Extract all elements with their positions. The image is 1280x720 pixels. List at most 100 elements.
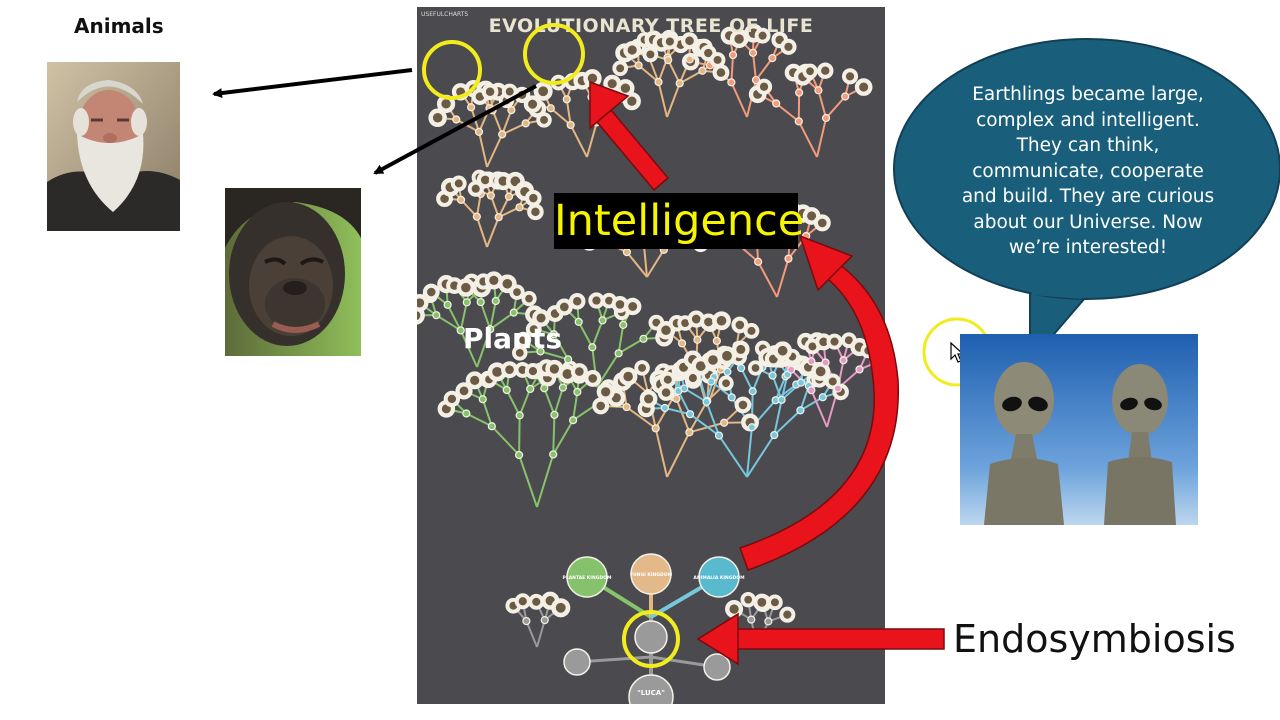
tree-node <box>764 617 773 626</box>
tree-node <box>486 191 495 200</box>
arrow-to-darwin <box>212 68 413 99</box>
tree-node <box>784 254 793 263</box>
tree-node <box>796 406 805 415</box>
highlight-circle-endosymbiosis <box>622 610 680 668</box>
tree-node <box>677 339 687 348</box>
tree-node <box>515 203 524 212</box>
tree-node <box>507 106 516 115</box>
tree-node <box>685 428 694 437</box>
tree-node <box>566 120 575 130</box>
bonobo-image <box>225 188 361 356</box>
luca-label: "LUCA" <box>637 689 665 697</box>
kingdom-node <box>698 556 740 598</box>
tree-node <box>727 78 736 87</box>
highlight-circle-humans <box>422 40 482 100</box>
aliens-image <box>960 334 1198 525</box>
tree-node <box>504 192 514 201</box>
tree-node <box>478 395 487 404</box>
tree-node <box>540 384 549 393</box>
speech-bubble-text: Earthlings became large, complex and int… <box>961 84 1215 258</box>
tree-node <box>462 409 471 418</box>
tree-node <box>494 213 503 222</box>
tree-node <box>598 316 607 325</box>
tree-node <box>841 92 850 101</box>
tree-node <box>546 104 555 113</box>
tree-node <box>707 377 716 386</box>
tree-node <box>558 383 568 392</box>
tree-node <box>573 387 582 397</box>
tree-node <box>672 394 681 403</box>
tree-node <box>747 423 756 432</box>
tree-node <box>588 343 597 352</box>
kingdom-label: PLANTAE KINGDOM <box>563 575 612 581</box>
tree-node <box>795 88 804 97</box>
tree-node <box>737 363 746 373</box>
tree-node <box>502 385 511 395</box>
plants-label: Plants <box>463 322 562 355</box>
tree-node <box>526 384 535 394</box>
tree-node <box>680 384 689 393</box>
archaic-node <box>628 674 674 704</box>
tree-node <box>821 113 831 123</box>
tree-node <box>821 358 830 367</box>
tree-node <box>486 325 495 334</box>
tree-node <box>619 320 628 330</box>
tree-node <box>714 431 724 440</box>
tree-node <box>833 384 843 393</box>
evolutionary-tree-poster: PLANTAE KINGDOM FUNGI KINGDOM ANIMALIA KIN… <box>417 7 885 704</box>
tree-node <box>777 395 786 404</box>
tree-node <box>514 450 524 460</box>
tree-node <box>727 393 736 402</box>
tree-node <box>839 356 848 365</box>
tree-node <box>675 79 684 88</box>
tree-node <box>540 616 549 625</box>
tree-node <box>498 130 507 139</box>
tree-node <box>432 311 441 320</box>
tree-node <box>491 296 500 306</box>
kingdom-label: ANIMALIA KINGDOM <box>693 575 745 581</box>
tree-node <box>521 119 530 128</box>
tree-node <box>443 300 452 309</box>
kingdom-node <box>630 553 672 595</box>
highlight-circle-apes <box>523 23 585 85</box>
tree-node <box>728 50 738 60</box>
tree-of-life-diagram: PLANTAE KINGDOM FUNGI KINGDOM ANIMALIA KIN… <box>417 7 885 704</box>
tree-node <box>770 430 779 440</box>
tree-node <box>814 86 823 95</box>
tree-node <box>807 386 816 395</box>
tree-node <box>549 450 558 459</box>
tree-node <box>515 411 524 420</box>
tree-node <box>562 95 571 104</box>
tree-node <box>807 357 816 366</box>
tree-node <box>787 365 796 374</box>
tree-node <box>487 422 496 431</box>
tree-node <box>651 424 660 433</box>
tree-node <box>768 54 777 63</box>
archaic-node <box>634 620 668 654</box>
animals-label: Animals <box>74 14 164 38</box>
archaic-node <box>563 648 591 676</box>
tree-node <box>794 117 803 126</box>
archaic-node <box>703 653 731 681</box>
tree-node <box>664 55 673 65</box>
tree-node <box>751 75 761 85</box>
tree-node <box>747 615 756 624</box>
tree-node <box>685 55 694 64</box>
tree-node <box>693 335 702 344</box>
tree-node <box>622 402 631 412</box>
tree-node <box>723 367 732 376</box>
tree-node <box>462 298 471 307</box>
tree-node <box>639 334 648 343</box>
tree-node <box>522 616 531 626</box>
kingdom-label: FUNGI KINGDOM <box>630 572 673 578</box>
red-arrow-intelligence-up <box>589 80 670 192</box>
tree-node <box>748 48 758 57</box>
tree-node <box>568 416 578 425</box>
darwin-portrait-image <box>47 62 180 231</box>
kingdom-node <box>566 556 608 598</box>
tree-node <box>772 99 781 108</box>
tree-node <box>818 393 827 402</box>
intelligence-label: Intelligence <box>554 193 804 249</box>
tree-node <box>660 403 669 413</box>
